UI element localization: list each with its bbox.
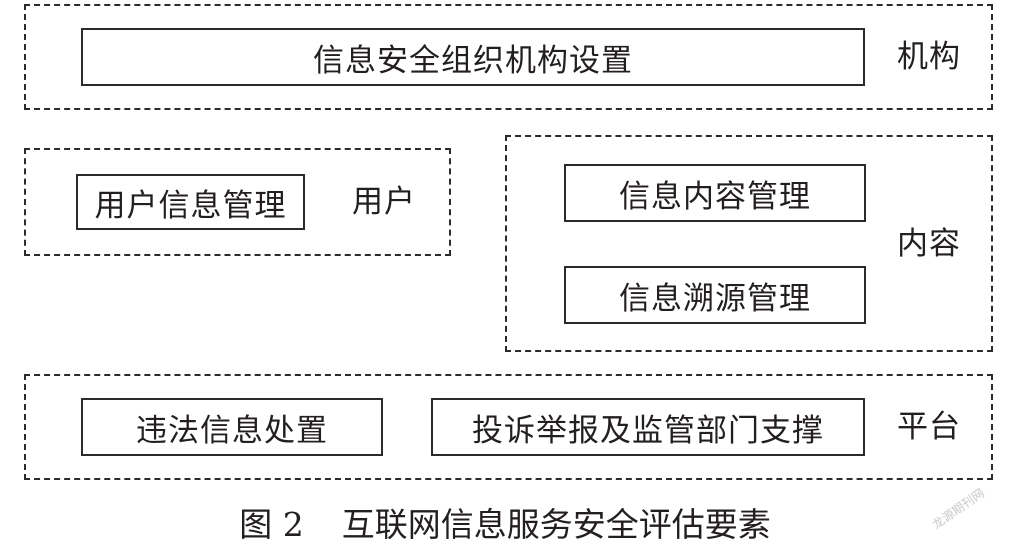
content-group-label: 内容 <box>897 226 961 262</box>
figure-caption: 图 2 互联网信息服务安全评估要素 <box>0 508 1010 541</box>
user-info-box: 用户信息管理 <box>76 174 305 230</box>
user-group <box>24 148 451 256</box>
content-mgmt-box: 信息内容管理 <box>564 164 866 222</box>
org-group-label: 机构 <box>897 39 961 75</box>
trace-mgmt-box: 信息溯源管理 <box>564 266 866 324</box>
illegal-info-box: 违法信息处置 <box>81 398 383 456</box>
org-group <box>24 4 993 110</box>
content-group <box>505 135 993 352</box>
figure-number: 图 2 <box>239 505 304 544</box>
platform-group-label: 平台 <box>897 409 961 445</box>
org-setup-box: 信息安全组织机构设置 <box>81 28 865 86</box>
user-group-label: 用户 <box>352 184 416 220</box>
figure-title: 互联网信息服务安全评估要素 <box>341 505 771 544</box>
platform-group <box>24 374 993 480</box>
complaint-support-box: 投诉举报及监管部门支撑 <box>431 398 865 456</box>
